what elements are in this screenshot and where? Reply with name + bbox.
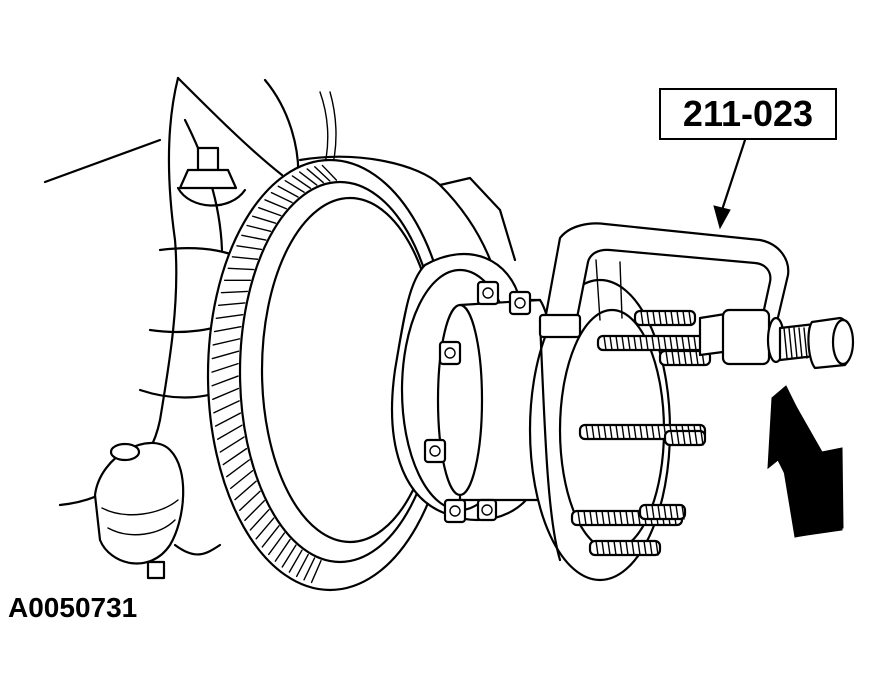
hub-nut: [438, 340, 462, 366]
rotor-vane: [214, 412, 242, 427]
rotor-vane: [267, 532, 286, 556]
wheel-stud: [663, 429, 707, 447]
tool-number-callout: 211-023: [659, 88, 837, 140]
wheel-stud: [588, 539, 662, 557]
rotor-vane: [306, 168, 324, 184]
hub-nuts: [423, 280, 532, 524]
rotor-vane: [213, 325, 242, 333]
hub-nut: [423, 438, 447, 464]
rotor-vane: [212, 338, 241, 346]
rotor-vane: [310, 559, 322, 584]
rotor-vane: [281, 544, 297, 568]
rotor-vane: [249, 509, 270, 531]
rotor-vane: [246, 224, 272, 233]
hub-puller-tool: [538, 222, 855, 370]
callout-leader: [713, 138, 747, 230]
rotor-vane: [215, 313, 244, 320]
rotor-vane: [277, 185, 299, 198]
force-arrow: [767, 385, 844, 538]
rotor-vane: [213, 400, 240, 414]
rotor-vane: [261, 525, 280, 548]
wheel-stud: [638, 503, 687, 521]
thread-line: [788, 327, 793, 359]
lower-ball-joint: [93, 441, 222, 580]
rotor-vane: [211, 350, 240, 360]
rotor-vane: [239, 490, 261, 511]
thread-line: [798, 327, 803, 359]
rotor-vane: [291, 175, 312, 189]
rotor-vane: [255, 517, 275, 540]
upper-ball-joint-stud: [176, 146, 247, 207]
rotor-vane: [219, 436, 245, 453]
wheel-stud: [658, 349, 712, 367]
rotor-vane: [288, 549, 303, 573]
rotor-vane: [220, 290, 249, 294]
rotor-vane: [234, 480, 257, 501]
thread-line: [793, 327, 798, 359]
hub-nut: [476, 280, 500, 306]
rotor-vane: [216, 424, 243, 440]
rotor-vane: [314, 166, 331, 182]
rotor-vane: [244, 500, 266, 522]
rotor-vane: [270, 191, 293, 204]
rotor-cooling-vanes: [211, 164, 338, 584]
rotor-vane: [295, 553, 309, 578]
rotor-vane: [264, 199, 288, 210]
thread-line: [803, 327, 808, 359]
rotor-vane: [211, 362, 239, 373]
hub-nut: [508, 290, 532, 316]
rotor-vane: [211, 375, 239, 387]
thread-line: [783, 327, 788, 359]
rotor-vane: [222, 447, 248, 466]
rotor-vane: [258, 206, 282, 217]
rotor-vane: [252, 215, 277, 224]
rotor-vane: [212, 387, 240, 401]
hub-nut: [476, 498, 498, 522]
rotor-vane: [241, 234, 267, 241]
rotor-vane: [229, 470, 254, 490]
rotor-vane: [231, 256, 259, 260]
rotor-vane: [217, 302, 246, 307]
rotor-vane: [227, 267, 255, 271]
wheel-stud: [633, 309, 697, 327]
rotor-vane: [299, 171, 318, 186]
wheel-stud: [596, 334, 710, 352]
wheel-studs: [570, 309, 712, 557]
rotor-vane: [236, 245, 263, 251]
rotor-vane: [303, 557, 316, 581]
rotor-vane: [321, 164, 338, 181]
rotor-vane: [284, 180, 305, 193]
hub-nut: [443, 498, 467, 524]
figure-id-label: A0050731: [8, 592, 138, 623]
rotor-vane: [274, 538, 291, 562]
rotor-vane: [226, 459, 251, 478]
